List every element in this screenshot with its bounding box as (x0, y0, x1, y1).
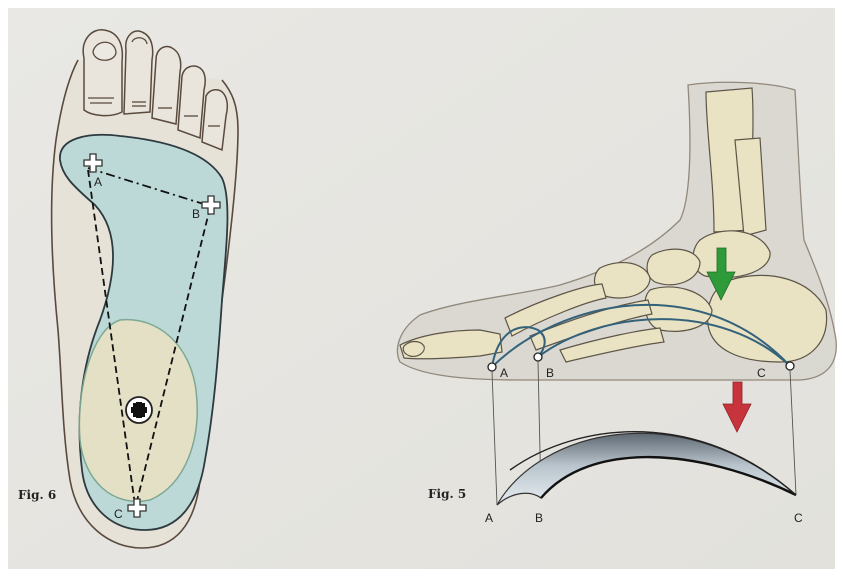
fig6-label-b: B (192, 207, 200, 221)
fig5-bottom-label-a: A (485, 511, 493, 525)
fig5-label-a: A (500, 366, 508, 380)
fig5-label-c: C (757, 366, 766, 380)
fourth-toe (178, 66, 205, 138)
phalanx-tip (403, 342, 424, 357)
fig6-label-c: C (114, 507, 123, 521)
third-toe (152, 47, 181, 125)
fig6-label-a: A (94, 175, 102, 189)
fig6-caption: Fig. 6 (18, 488, 56, 502)
fig5-point-b-marker (534, 353, 542, 361)
fig5-bottom-label-c: C (794, 511, 803, 525)
fig5-label-b: B (546, 366, 554, 380)
fig5-bottom-label-b: B (535, 511, 543, 525)
fig5-point-a-marker (488, 363, 496, 371)
fig5-caption: Fig. 5 (428, 487, 466, 501)
center-of-pressure-icon (126, 397, 152, 423)
fifth-toe (202, 90, 227, 150)
fig5-point-c-marker (786, 362, 794, 370)
